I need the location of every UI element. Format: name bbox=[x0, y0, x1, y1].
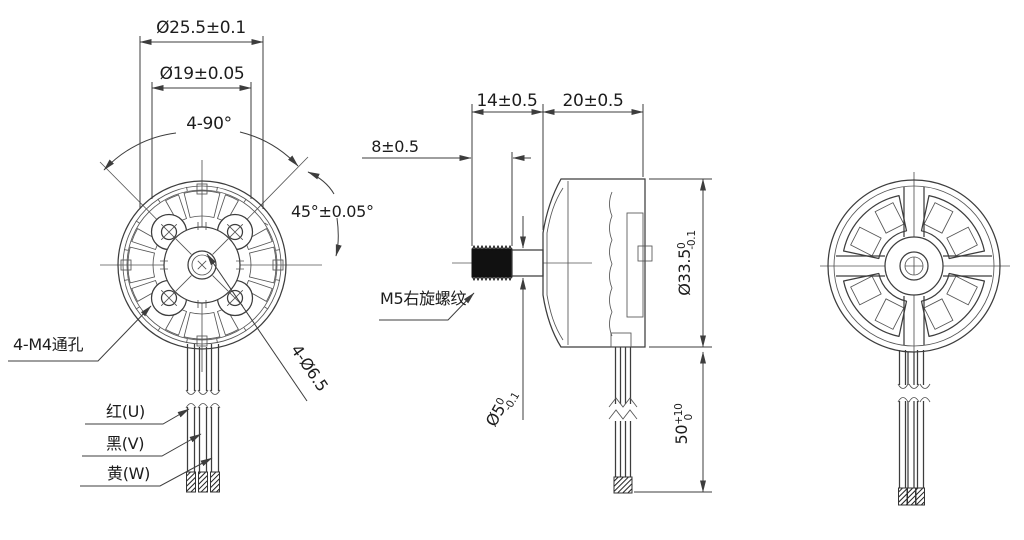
dim-wire-length: 50+100 bbox=[672, 403, 695, 444]
label-through-holes: 4-M4通孔 bbox=[13, 335, 83, 354]
dim-thread-length: 8±0.5 bbox=[371, 137, 419, 156]
dim-flange-diameter: Ø25.5±0.1 bbox=[156, 18, 246, 38]
dim-shaft-diameter: Ø50-0.1 bbox=[482, 385, 522, 432]
rear-view bbox=[820, 172, 1010, 506]
rear-wires bbox=[897, 350, 931, 506]
shaft bbox=[471, 244, 544, 282]
dim-shaft-length: 14±0.5 bbox=[476, 91, 537, 111]
dim-hole-angle: 4-90° bbox=[186, 114, 232, 134]
front-hub bbox=[160, 222, 244, 308]
label-hole-diameter: 4-Ø6.5 bbox=[287, 341, 332, 395]
side-view-dimensions: 14±0.5 20±0.5 8±0.5 M5右旋螺纹 Ø50-0.1 Ø33.5… bbox=[362, 91, 712, 493]
front-view-body bbox=[117, 180, 287, 350]
rear-hub bbox=[884, 236, 944, 296]
dim-body-diameter: Ø33.50-0.1 bbox=[675, 230, 698, 295]
dim-hole-circle-diameter: Ø19±0.05 bbox=[160, 64, 245, 84]
front-wires bbox=[185, 344, 221, 493]
wire-label-yellow-w: 黄(W) bbox=[107, 464, 150, 483]
motor-body bbox=[542, 178, 653, 348]
wire-label-black-v: 黑(V) bbox=[106, 434, 144, 453]
dim-body-length: 20±0.5 bbox=[562, 91, 623, 111]
side-view: 14±0.5 20±0.5 8±0.5 M5右旋螺纹 Ø50-0.1 Ø33.5… bbox=[362, 91, 712, 494]
label-thread-spec: M5右旋螺纹 bbox=[380, 289, 466, 308]
dim-angle-tolerance: 45°±0.05° bbox=[291, 202, 374, 221]
front-view: Ø25.5±0.1 Ø19±0.05 4-90° 45°±0.05° 4-M4通… bbox=[8, 18, 374, 493]
screw-cross-icon bbox=[905, 257, 923, 275]
rear-spokes bbox=[836, 187, 992, 345]
side-wire bbox=[608, 347, 638, 494]
wire-label-red-u: 红(U) bbox=[106, 402, 145, 421]
